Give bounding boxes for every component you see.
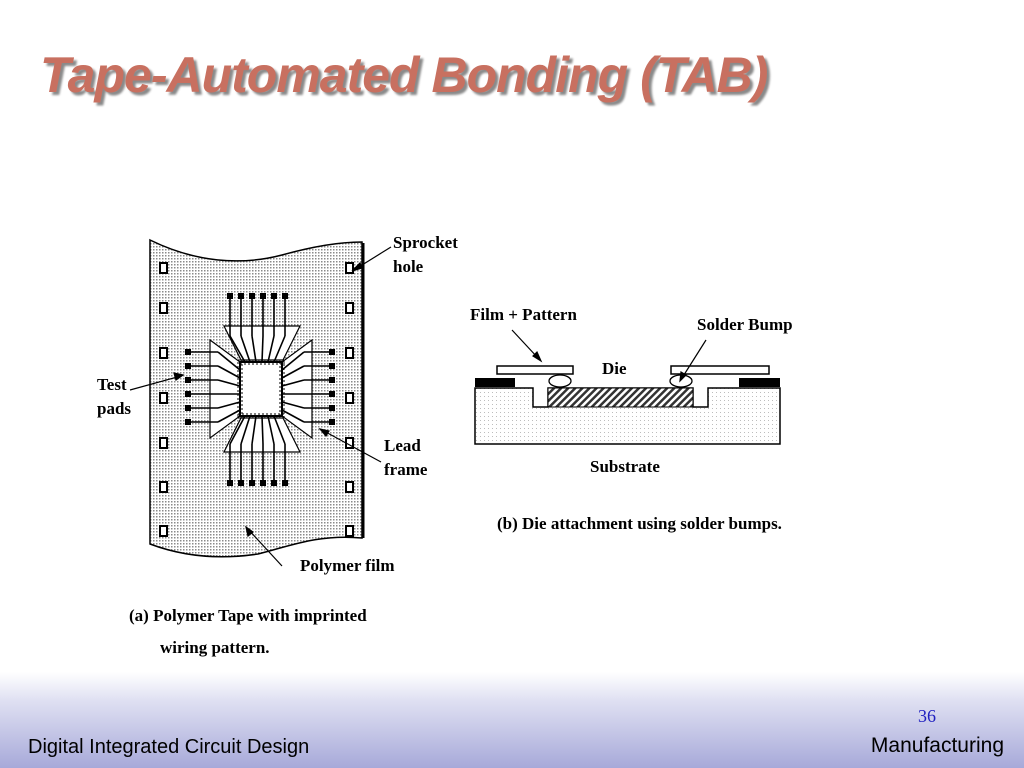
label-lead-frame: Lead frame [384, 434, 427, 482]
label-line: Sprocket [393, 233, 458, 252]
sprocket-hole [345, 392, 354, 404]
die-block [547, 387, 694, 408]
footer-band [0, 672, 1024, 768]
sprocket-hole [159, 437, 168, 449]
caption-a-line1: (a) Polymer Tape with imprinted [129, 606, 367, 625]
sprocket-hole [159, 302, 168, 314]
caption-a-line2: wiring pattern. [160, 638, 270, 657]
footer-course-title: Digital Integrated Circuit Design [28, 736, 310, 758]
test-pad-array [185, 293, 335, 486]
footer-section: Manufacturing [870, 734, 1004, 757]
sprocket-hole [345, 525, 354, 537]
label-substrate: Substrate [590, 457, 660, 476]
label-film-pattern: Film + Pattern [470, 305, 577, 324]
label-polymer-film: Polymer film [300, 556, 395, 575]
label-line: Test [97, 375, 127, 394]
sprocket-hole [159, 392, 168, 404]
substrate-pad-left [475, 378, 515, 387]
label-line: hole [393, 257, 424, 276]
sprocket-hole [159, 481, 168, 493]
sprocket-hole [345, 262, 354, 274]
annotation-arrows-b [511, 329, 707, 383]
page-number: 36 [918, 706, 936, 726]
film-pattern-right [670, 365, 770, 375]
label-solder-bump: Solder Bump [697, 315, 793, 334]
sprocket-hole [345, 481, 354, 493]
annotation-arrows-a [129, 246, 392, 567]
lead-frame [188, 298, 332, 482]
sprocket-hole [159, 525, 168, 537]
film-pattern-left [496, 365, 574, 375]
label-line: frame [384, 460, 428, 479]
substrate-pad-right [739, 378, 780, 387]
label-line: pads [97, 399, 132, 418]
label-die: Die [602, 359, 627, 378]
solder-bump-left [548, 374, 572, 388]
sprocket-hole [345, 347, 354, 359]
label-test-pads: Test pads [97, 373, 131, 421]
label-sprocket-hole: Sprocket hole [393, 231, 458, 279]
caption-b: (b) Die attachment using solder bumps. [497, 514, 782, 533]
label-line: Lead [384, 436, 421, 455]
sprocket-holes [159, 262, 354, 537]
sprocket-hole [159, 347, 168, 359]
slide-title: Tape-Automated Bonding (TAB) [40, 47, 768, 103]
sprocket-hole [159, 262, 168, 274]
sprocket-hole [345, 302, 354, 314]
chip-die [237, 359, 285, 419]
